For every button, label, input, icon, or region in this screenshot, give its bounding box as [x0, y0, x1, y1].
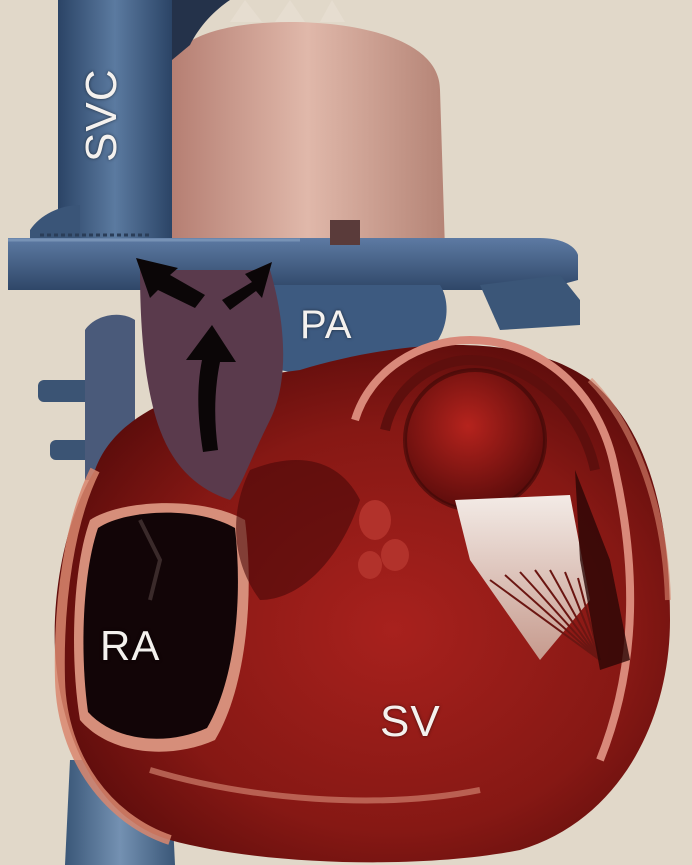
pa-label: PA	[300, 305, 352, 345]
svc-label: SVC	[80, 69, 124, 162]
ra-label: RA	[100, 625, 160, 667]
sv-label: SV	[380, 700, 441, 744]
